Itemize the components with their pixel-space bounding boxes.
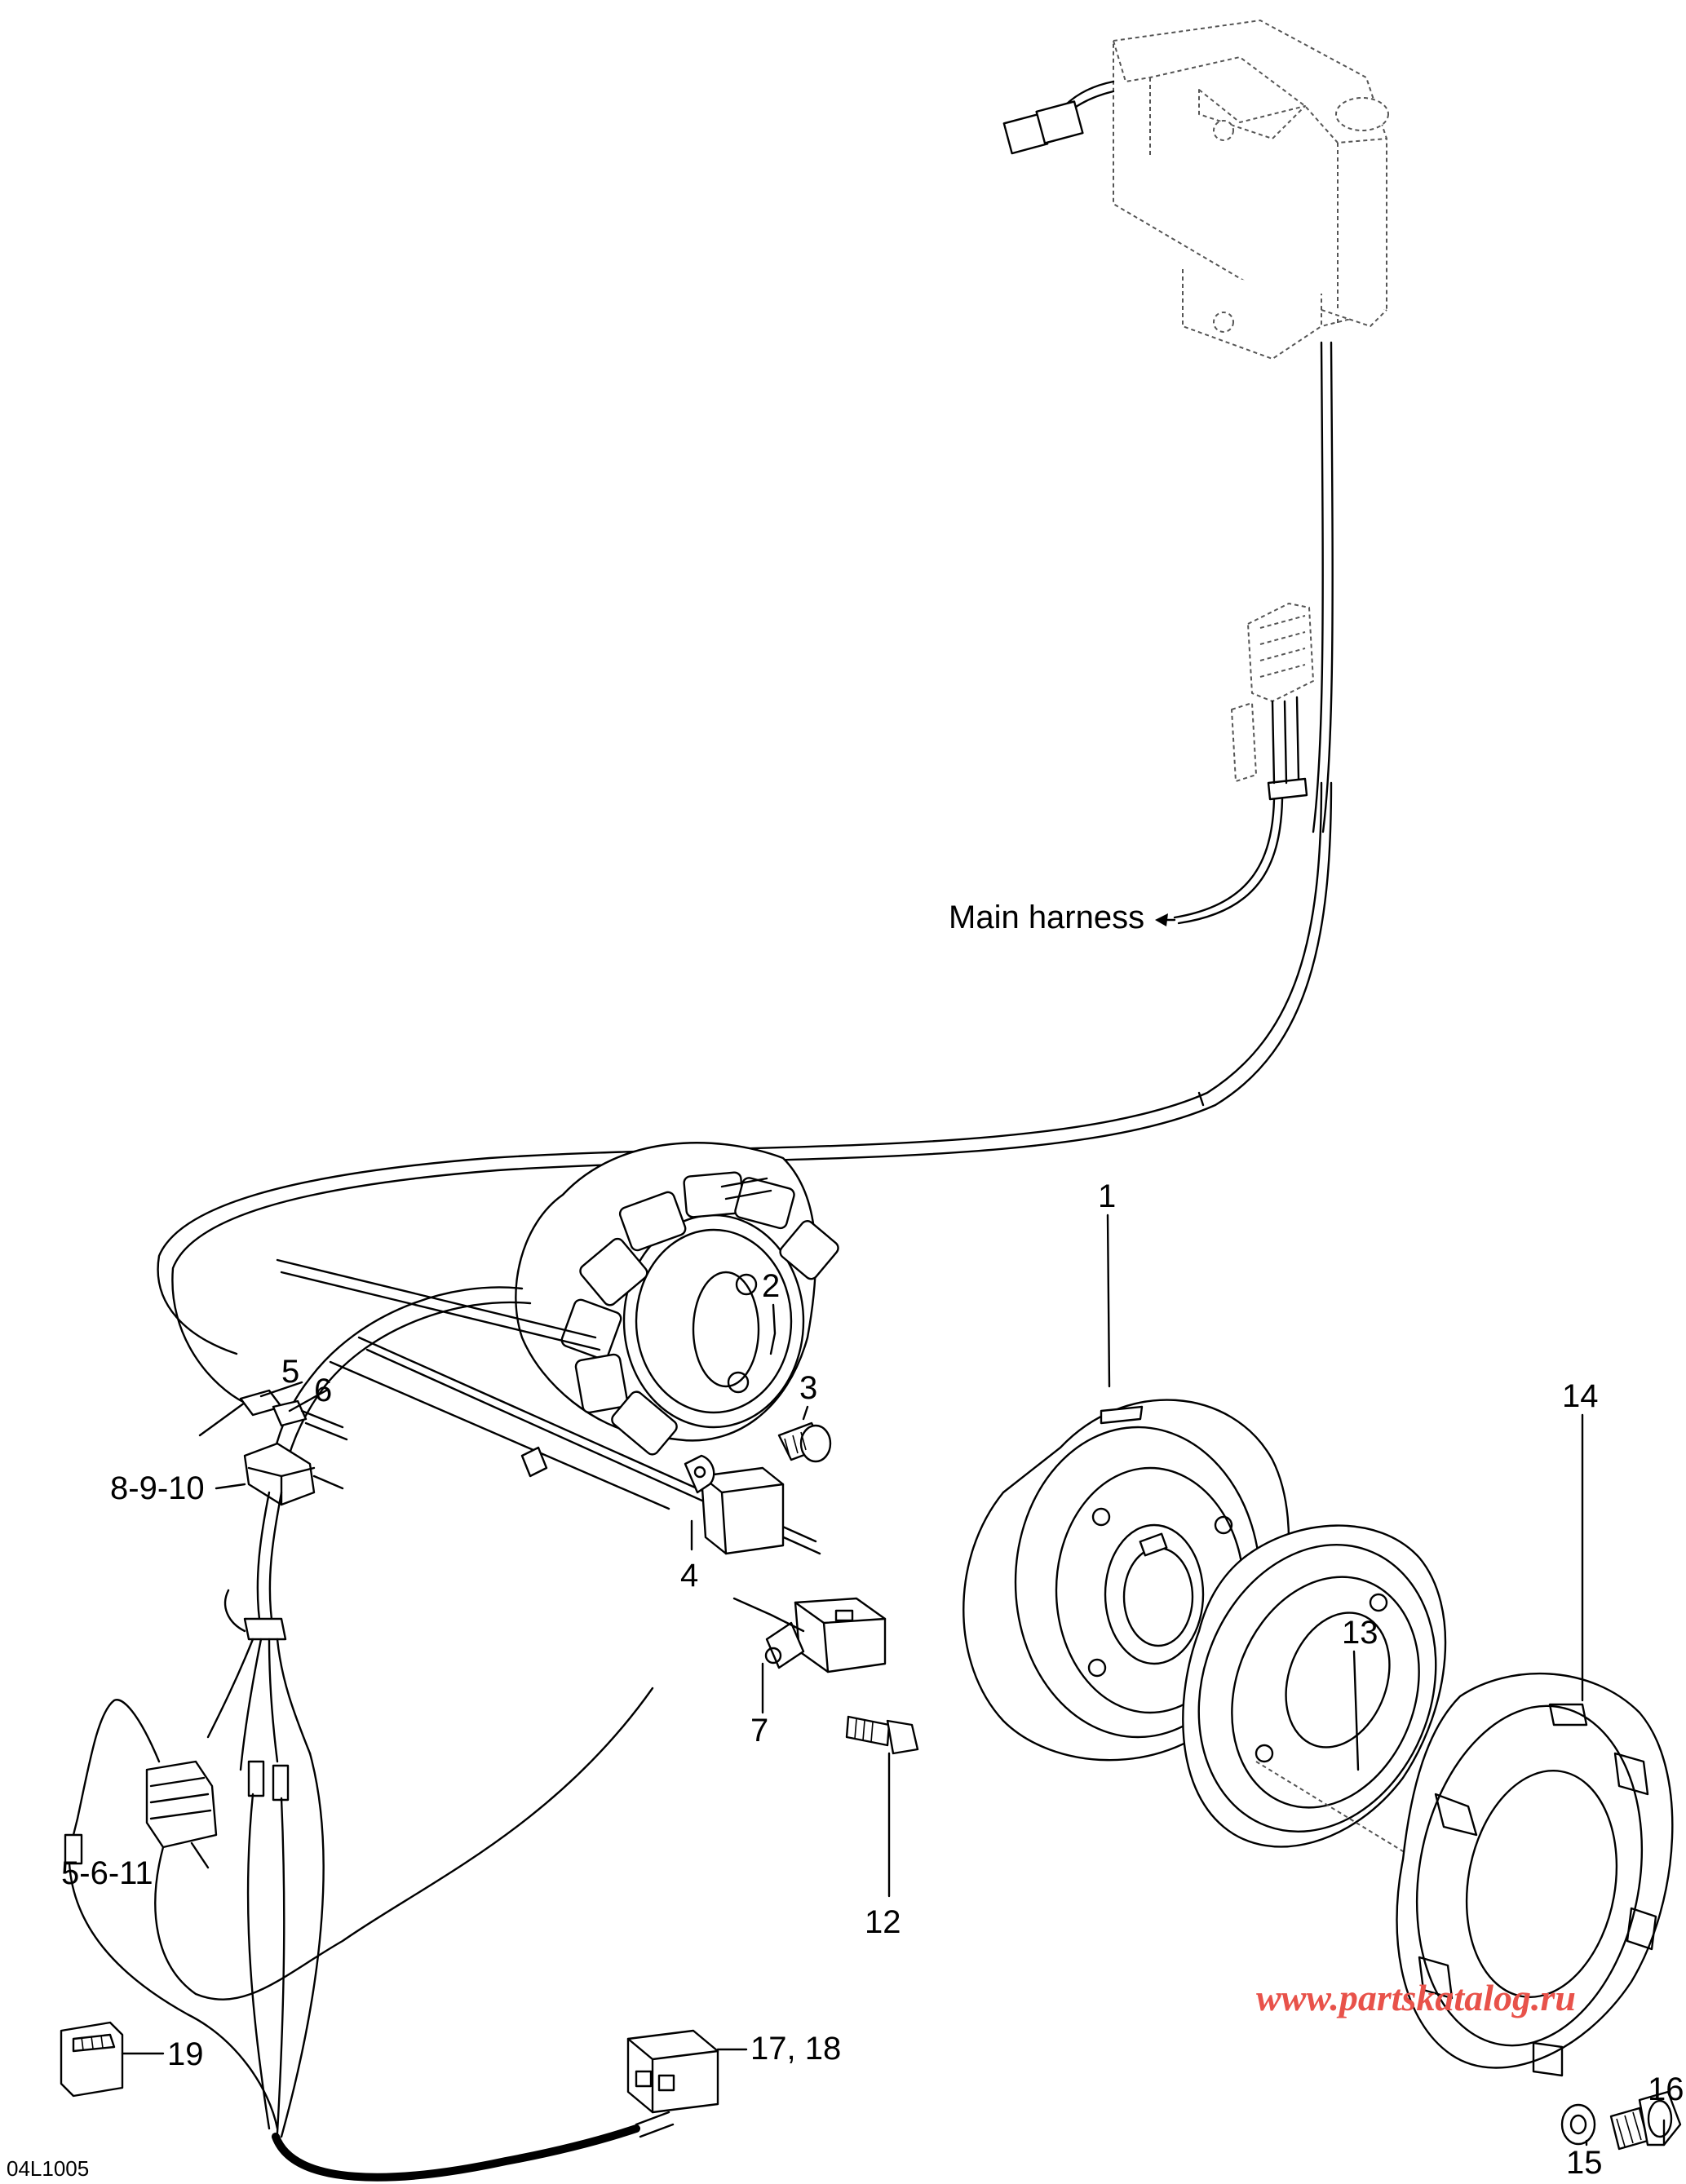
bolt-16: [1609, 2090, 1682, 2151]
callout-12: 12: [865, 1904, 901, 1940]
sensor-part-7: [732, 1597, 887, 1673]
watermark-text: www.partskatalog.ru: [1256, 1977, 1576, 2018]
ignition-module: [1113, 20, 1389, 360]
stator-coils: [560, 1171, 839, 1456]
washer-15: [1560, 2103, 1596, 2146]
callout-5-6-11: 5-6-11: [61, 1855, 153, 1891]
callout-1: 1: [1098, 1178, 1116, 1214]
stator-screw: [777, 1421, 832, 1463]
lower-harness: [206, 1491, 312, 1802]
connector-8-9-10: [243, 1442, 344, 1506]
callout-13: 13: [1342, 1615, 1378, 1651]
callout-5: 5: [281, 1354, 299, 1390]
callout-16: 16: [1648, 2071, 1684, 2107]
bottom-wires: [68, 1687, 675, 2182]
callout-8-9-10: 8-9-10: [110, 1470, 205, 1506]
callout-14: 14: [1562, 1378, 1599, 1414]
callout-6: 6: [314, 1373, 332, 1408]
callout-labels: 1 2 3 4 5 6 7 8-9-10 5-6-11 12 13 14 15 …: [61, 1178, 1684, 2181]
trigger-wheel: [1396, 1672, 1674, 2077]
connector-19: [60, 2021, 124, 2098]
module-connector: [1002, 80, 1115, 155]
connector-17-18: [626, 2029, 719, 2114]
connector-5-6-11: [64, 1699, 218, 1865]
leader-lines: [121, 1091, 1666, 2146]
callout-7: 7: [750, 1713, 768, 1749]
callout-2: 2: [762, 1268, 780, 1304]
diagram-code: 04L1005: [7, 2156, 89, 2181]
main-harness-label: Main harness: [949, 900, 1144, 935]
callout-19: 19: [167, 2036, 204, 2072]
module-harness-cable: [1312, 341, 1334, 833]
main-harness-connector: [1231, 603, 1314, 801]
callout-15: 15: [1566, 2145, 1603, 2181]
stator: [515, 1142, 839, 1456]
callout-4: 4: [680, 1558, 698, 1594]
main-harness-label-group: Main harness: [949, 900, 1176, 935]
bolt-12: [845, 1715, 919, 1755]
callout-3: 3: [799, 1370, 817, 1406]
callout-17-18: 17, 18: [750, 2031, 841, 2067]
trigger-coil: [684, 1454, 785, 1555]
